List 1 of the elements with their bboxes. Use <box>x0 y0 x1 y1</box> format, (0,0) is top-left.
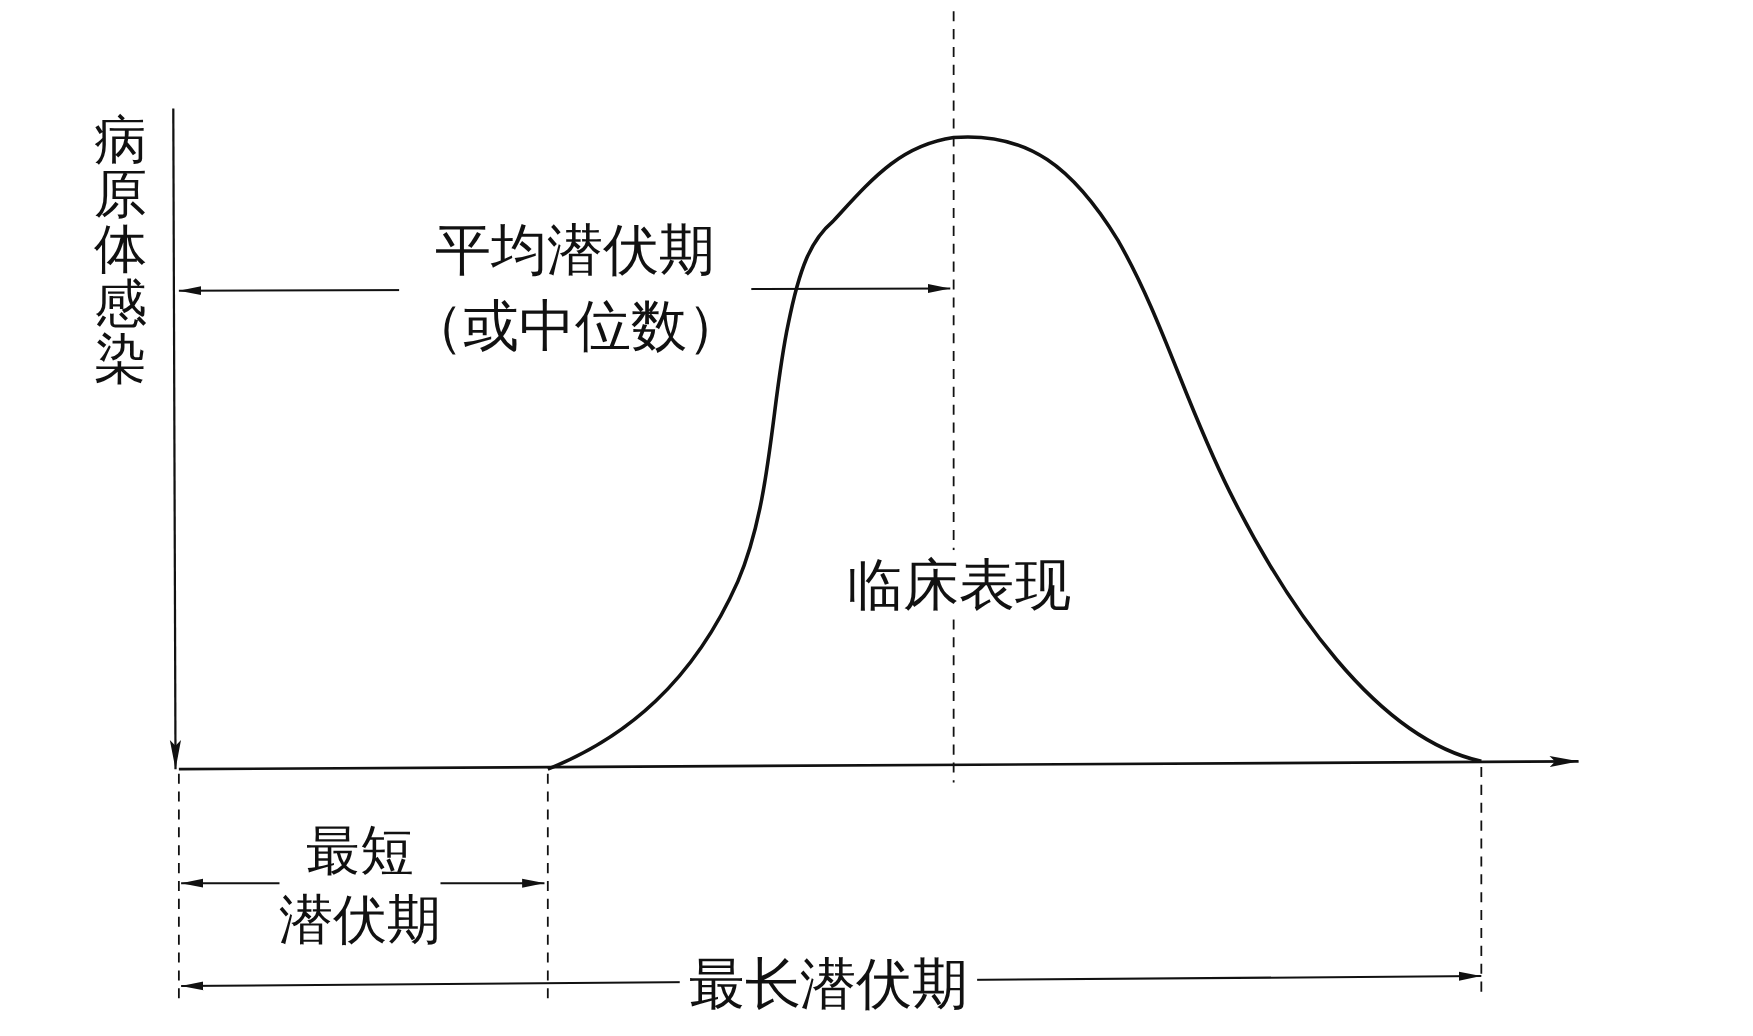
axis-label: 病原体感染 <box>93 111 147 386</box>
